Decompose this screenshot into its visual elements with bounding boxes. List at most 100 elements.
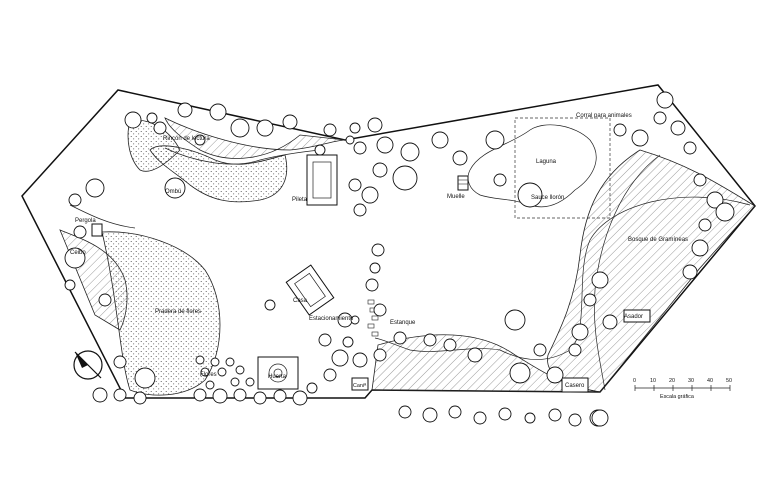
hatched-area-east bbox=[547, 149, 756, 393]
tree-icon bbox=[353, 203, 367, 217]
scale-tick-30: 30 bbox=[688, 378, 694, 384]
tree-icon bbox=[230, 118, 250, 138]
tree-icon bbox=[353, 141, 367, 155]
tree-icon bbox=[282, 114, 298, 130]
tree-icon bbox=[715, 202, 735, 222]
tree-icon bbox=[485, 130, 505, 150]
tree-icon bbox=[205, 380, 215, 390]
scale-tick-10: 10 bbox=[650, 378, 656, 384]
tree-icon bbox=[113, 355, 127, 369]
tree-icon bbox=[583, 293, 597, 307]
tree-icon bbox=[200, 367, 210, 377]
label-pergola: Pergola bbox=[75, 218, 96, 224]
tree-icon bbox=[133, 391, 147, 405]
path-east bbox=[374, 196, 751, 360]
tree-icon bbox=[361, 186, 379, 204]
hatched-area-north bbox=[164, 117, 346, 159]
tree-icon bbox=[113, 388, 127, 402]
label-ceibo: Ceibo bbox=[70, 250, 86, 256]
tree-icon bbox=[400, 142, 420, 162]
tree-icon bbox=[217, 367, 227, 377]
tree-icon bbox=[452, 150, 468, 166]
tree-icon bbox=[342, 336, 354, 348]
tree-icon bbox=[533, 343, 547, 357]
path-north bbox=[164, 147, 321, 165]
tree-icon bbox=[591, 271, 609, 289]
label-pradera: Pradera de flores bbox=[155, 309, 201, 315]
tree-icon bbox=[376, 136, 394, 154]
tree-icon bbox=[85, 178, 105, 198]
tree-icon bbox=[602, 314, 618, 330]
tree-icon bbox=[392, 165, 418, 191]
label-rincon: Rincón de lectura bbox=[163, 136, 210, 142]
tree-icon bbox=[473, 411, 487, 425]
tree-icon bbox=[209, 103, 227, 121]
tree-icon bbox=[210, 357, 220, 367]
scale-tick-0: 0 bbox=[633, 378, 636, 384]
tree-icon bbox=[134, 367, 156, 389]
scale-bar: 0 10 20 30 40 50 Escala gráfica bbox=[633, 378, 732, 400]
tree-icon bbox=[306, 382, 318, 394]
tree-icon bbox=[350, 315, 360, 325]
label-cania: Caniª bbox=[353, 383, 367, 389]
tree-icon bbox=[448, 405, 462, 419]
tree-icon bbox=[398, 405, 412, 419]
huerta-plot bbox=[257, 356, 299, 390]
label-laguna: Laguna bbox=[536, 159, 557, 165]
tree-icon bbox=[517, 182, 543, 208]
tree-icon bbox=[153, 121, 167, 135]
tree-icon bbox=[64, 279, 76, 291]
tree-icon bbox=[365, 278, 379, 292]
tree-icon bbox=[546, 366, 564, 384]
tree-icon bbox=[571, 323, 589, 341]
tree-icon bbox=[256, 119, 274, 137]
tree-icon bbox=[233, 388, 247, 402]
label-bosque: Bosque de Gramíneas bbox=[628, 237, 688, 243]
estacionamiento-stones bbox=[367, 299, 379, 337]
label-casa: Casa bbox=[293, 298, 308, 304]
tree-icon bbox=[504, 309, 526, 331]
scale-caption: Escala gráfica bbox=[660, 394, 694, 400]
trees bbox=[64, 91, 735, 427]
tree-icon bbox=[318, 333, 332, 347]
tree-icon bbox=[682, 264, 698, 280]
pergola-structure bbox=[91, 223, 103, 237]
tree-icon bbox=[212, 388, 228, 404]
tree-icon bbox=[273, 389, 287, 403]
tree-icon bbox=[68, 193, 82, 207]
label-estacionamiento: Estacionamiento bbox=[309, 316, 354, 322]
tree-icon bbox=[352, 352, 368, 368]
label-asador: Asador bbox=[624, 314, 643, 320]
label-pileta: Pileta bbox=[292, 197, 308, 203]
tree-icon bbox=[230, 377, 240, 387]
tree-icon bbox=[177, 102, 193, 118]
tree-icon bbox=[698, 218, 712, 232]
tree-icon bbox=[314, 144, 326, 156]
label-casero: Casero bbox=[565, 383, 585, 389]
tree-icon bbox=[253, 391, 267, 405]
tree-icon bbox=[656, 91, 674, 109]
tree-icon bbox=[653, 111, 667, 125]
asador-building bbox=[623, 309, 651, 323]
tree-icon bbox=[548, 408, 562, 422]
north-arrow-icon bbox=[73, 350, 103, 380]
tree-icon bbox=[195, 355, 205, 365]
path-east-inner bbox=[594, 154, 661, 391]
tree-icon bbox=[591, 409, 609, 427]
tree-icon bbox=[225, 357, 235, 367]
scale-tick-20: 20 bbox=[669, 378, 675, 384]
label-estanque: Estanque bbox=[390, 320, 416, 326]
label-muelle: Muelle bbox=[447, 194, 465, 200]
laguna-outline bbox=[467, 124, 597, 208]
tree-icon bbox=[146, 112, 158, 124]
tree-icon bbox=[235, 365, 245, 375]
tree-icon bbox=[323, 123, 337, 137]
path-west bbox=[69, 204, 136, 229]
tree-icon bbox=[568, 343, 582, 357]
tree-icon bbox=[367, 117, 383, 133]
casa-building bbox=[285, 264, 335, 316]
meadow-west bbox=[101, 231, 221, 396]
tree-icon bbox=[493, 173, 507, 187]
tree-icon bbox=[164, 177, 186, 199]
